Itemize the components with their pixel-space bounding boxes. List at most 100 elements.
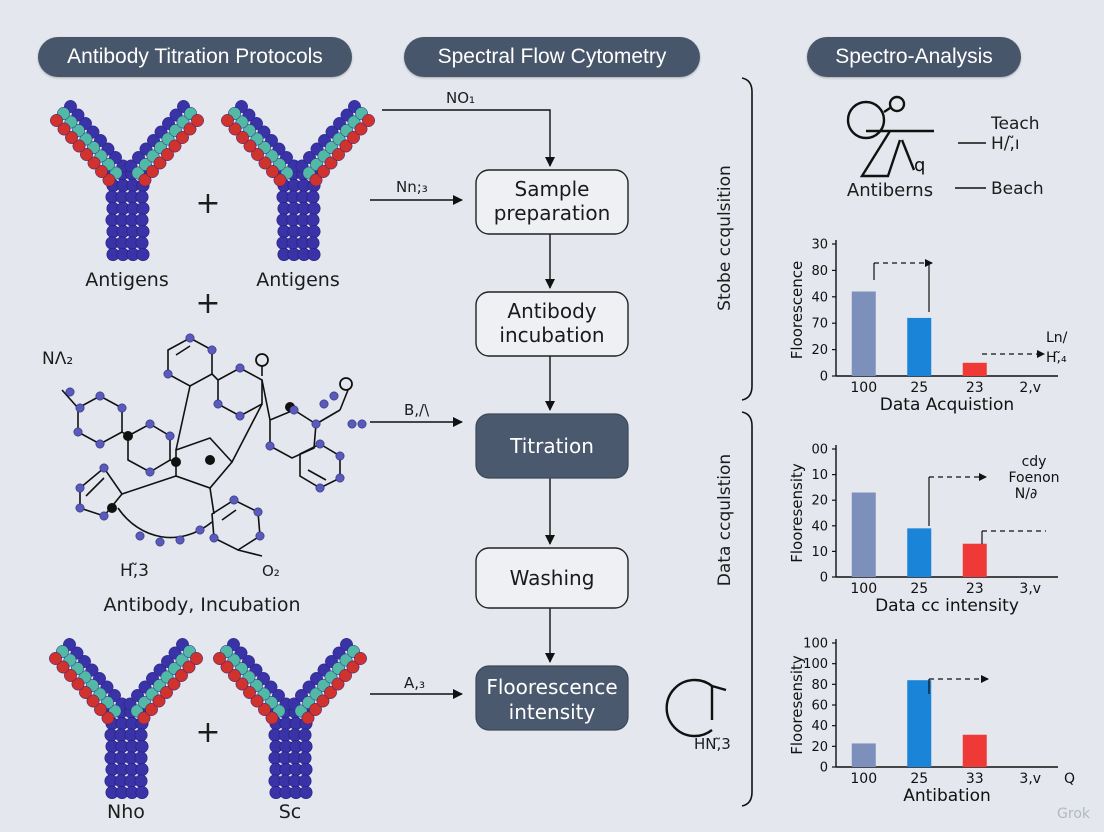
y-tick-label: 80 [811,264,828,279]
step-label-line: Antibody [507,299,596,323]
atom [307,202,321,216]
bar [907,680,932,767]
atom [243,686,256,699]
step-label-line: intensity [509,700,596,724]
atom [236,131,249,144]
atom [335,451,345,461]
right-brackets [741,77,753,807]
atom [266,165,279,178]
atom [72,139,86,153]
annotation-label: N/∂ [1015,486,1037,502]
atom [50,114,63,127]
atom [87,156,101,170]
atom [86,694,100,708]
step-label: Washing [510,566,595,590]
atom [273,173,287,187]
atom [146,165,159,178]
annotation-label: H,̃₄ [1046,350,1067,366]
atom [306,190,320,204]
step-label-line: Sample [515,177,590,201]
atom [165,431,175,441]
x-tick-label: 23 [966,380,984,396]
atom [299,785,313,799]
atom [221,114,234,127]
flow-step-washing: Washing [475,547,629,609]
x-tick-label: 33 [966,771,984,787]
y-tick-label: 20 [811,740,828,755]
atom [161,148,174,161]
step-label-line: Floorescence [486,675,617,699]
y-tick-label: 0 [820,571,828,586]
atom [134,751,148,765]
atom [49,652,62,665]
input-top-label: NO₁ [446,89,475,107]
y-axis-label: Flooresensity [788,463,806,563]
atom [253,507,263,517]
x-axis-label: Data Acquistion [880,395,1014,415]
atom [135,531,145,541]
atom [135,785,149,799]
atom [175,669,188,682]
atom [298,774,312,788]
step-label: Titration [509,434,594,458]
antibody-icon [221,100,375,262]
molecule-structure: NΛ₂ H,̃3 O₂ [42,333,367,581]
atom [135,236,149,250]
y-tick-label: 70 [811,317,828,332]
antibody-structures [49,100,375,799]
antigens-left-label: Antigens [85,269,168,291]
flow-connectors [370,109,555,699]
bracket-top-label: Stobe ccqulsition [715,165,735,311]
atom [176,131,189,144]
atom [160,686,173,699]
atom [136,248,150,262]
atom [75,403,85,413]
atom [250,694,264,708]
atom [182,660,196,674]
atom [99,463,109,473]
atom [137,711,151,725]
atom [329,391,339,401]
atom [65,131,78,144]
atom [80,148,93,161]
atom [255,531,265,541]
y-tick-label: 40 [811,290,828,305]
x-tick-label: 2,v [1019,380,1041,396]
atom [299,739,313,753]
pictogram-legend [955,142,986,189]
atom [362,114,375,127]
atom [145,467,155,477]
atom [299,762,313,776]
atom [243,139,257,153]
atom [135,739,149,753]
plus-sign-middle: + [195,286,220,321]
step-label-line: preparation [494,201,611,225]
y-tick-label: 20 [811,494,828,509]
atom [307,248,321,262]
atom [306,213,320,227]
atom [317,165,330,178]
atom [135,190,149,204]
legend-item-teach: Teach [990,114,1040,134]
atom [101,711,115,725]
step-label-line: incubation [499,323,604,347]
atom [73,427,83,437]
x-tick-label: 3,v [1019,771,1041,787]
y-tick-label: 60 [811,699,828,714]
y-tick-label: 10 [811,468,828,483]
header-spectro-analysis: Spectro-Analysis [807,37,1021,77]
y-tick-label: 00 [811,443,828,458]
atom [354,122,368,136]
bracket-bottom-label: Data ccqulstion [715,454,735,586]
annotation-label: Ln/ [1046,330,1068,346]
y-tick-label: 30 [811,238,828,253]
molecule-o-label: O₂ [262,562,280,580]
y-tick-label: 40 [811,719,828,734]
x-tick-label: 25 [910,581,928,597]
plus-signs: + + + [195,186,220,750]
